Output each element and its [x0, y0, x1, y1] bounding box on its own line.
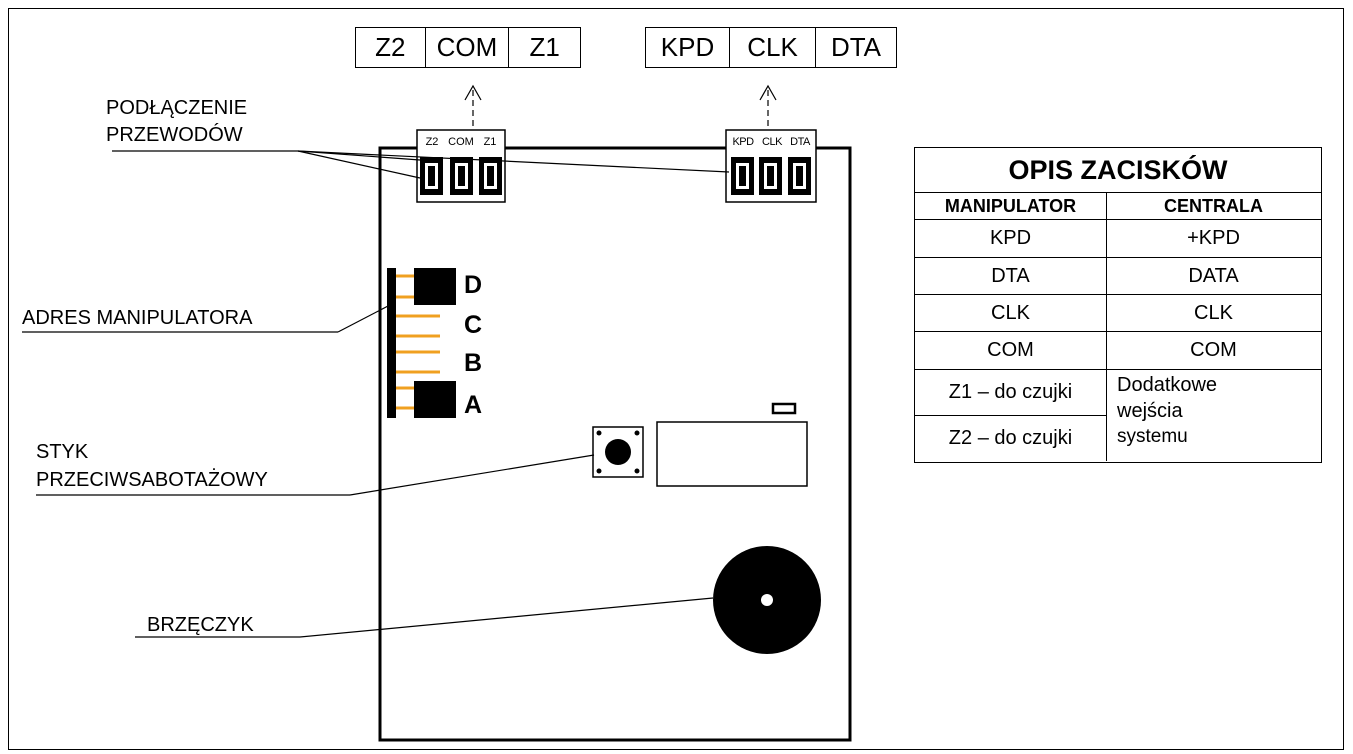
diagram-frame: [8, 8, 1344, 750]
terminal-z2: Z2: [375, 32, 406, 62]
pcb-outline: [378, 146, 852, 742]
jumper-letter-b: B: [464, 349, 483, 377]
label-tamper-2: PRZECIWSABOTAŻOWY: [36, 469, 268, 491]
jumper-letter-d: D: [464, 271, 483, 299]
zone-desc-line-3: systemu: [1117, 426, 1188, 447]
terminal-dta: DTA: [815, 28, 896, 67]
address-jumper-header: [387, 268, 456, 418]
leader-tamper: [36, 454, 595, 496]
arrow-left: [464, 84, 482, 126]
jumper-letter-a: A: [464, 391, 483, 419]
table-header-keypad: MANIPULATOR: [915, 193, 1107, 219]
table-title: OPIS ZACISKÓW: [1008, 155, 1228, 185]
label-tamper-1: STYK: [36, 441, 89, 463]
jumper-a: [414, 381, 456, 418]
board-terminal-labels-right: KPD CLK DTA: [728, 136, 814, 149]
terminal-block-right: [725, 129, 817, 203]
led-indicator: [771, 402, 797, 415]
zone-desc-line-2: wejścia: [1117, 400, 1183, 422]
label-wire-connection-1: PODŁĄCZENIE: [106, 97, 248, 119]
zone-row-z2: Z2 – do czujki: [948, 427, 1073, 449]
board-label-kpd: KPD: [732, 136, 754, 148]
table-row: CLK CLK: [915, 295, 1321, 331]
terminal-description-table: OPIS ZACISKÓW MANIPULATOR CENTRALA KPD +…: [914, 147, 1322, 463]
terminal-box-bus: KPD CLK DTA: [645, 27, 897, 68]
board-label-z1: Z1: [483, 136, 497, 148]
terminal-com: COM: [424, 28, 509, 67]
table-row: KPD +KPD: [915, 220, 1321, 257]
zone-desc-line-1: Dodatkowe: [1117, 374, 1218, 396]
terminal-clk: CLK: [729, 28, 815, 67]
zone-row-z1: Z1 – do czujki: [948, 381, 1073, 403]
jumper-d: [414, 268, 456, 305]
leader-buzzer: [135, 597, 714, 638]
label-wire-connection-2: PRZEWODÓW: [106, 124, 243, 146]
tamper-switch: [592, 426, 644, 478]
leader-wire-connection: [112, 150, 730, 179]
board-label-com: COM: [448, 136, 474, 148]
display-module: [656, 421, 808, 487]
table-row: DTA DATA: [915, 258, 1321, 294]
terminal-box-zones: Z2 COM Z1: [355, 27, 581, 68]
table-row-zones: Z1 – do czujki Z2 – do czujki Dodatkowe …: [915, 370, 1321, 461]
table-row: COM COM: [915, 332, 1321, 369]
label-buzzer: BRZĘCZYK: [147, 614, 254, 636]
table-header-panel: CENTRALA: [1164, 196, 1263, 216]
jumper-letter-c: C: [464, 311, 483, 339]
board-label-clk: CLK: [762, 136, 782, 148]
arrow-right: [759, 84, 777, 126]
label-keypad-address: ADRES MANIPULATORA: [22, 307, 253, 329]
terminal-block-left: [416, 129, 506, 203]
terminal-z1: Z1: [508, 28, 580, 67]
leader-keypad-address: [22, 305, 389, 333]
terminal-kpd: KPD: [660, 32, 715, 62]
board-label-dta: DTA: [790, 136, 810, 148]
board-terminal-labels-left: Z2 COM Z1: [419, 136, 503, 149]
board-label-z2: Z2: [425, 136, 439, 148]
